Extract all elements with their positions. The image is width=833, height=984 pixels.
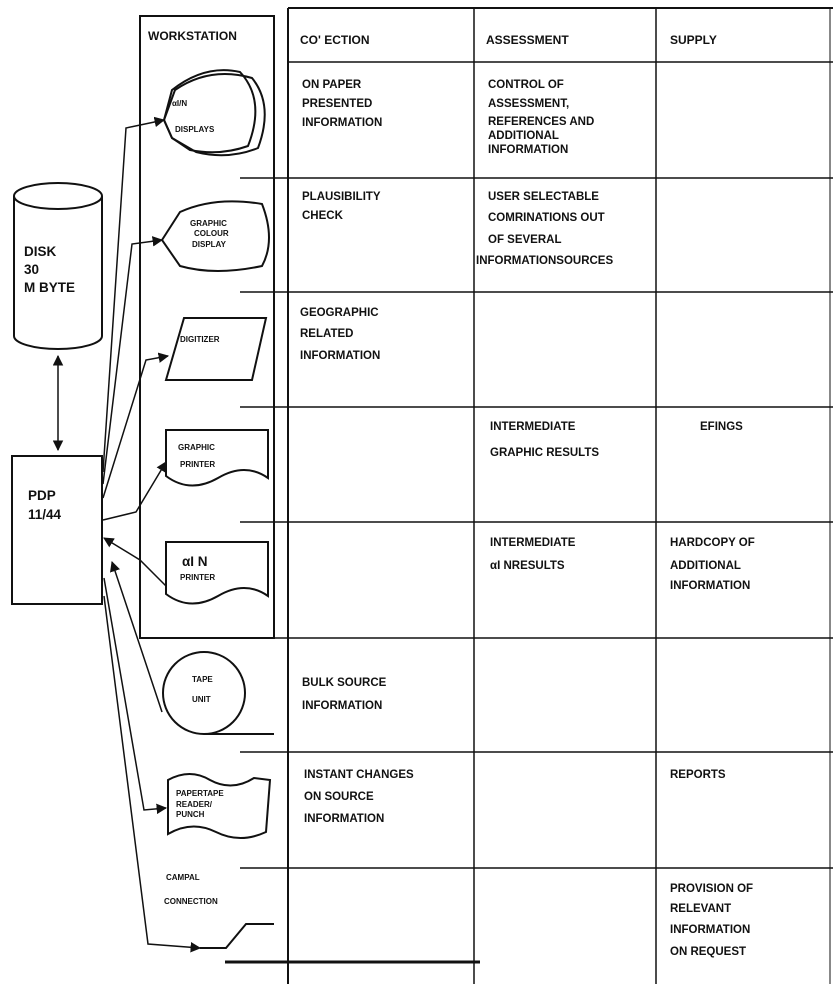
- collection-header: CO' ECTION: [300, 33, 370, 47]
- cell-line: USER SELECTABLE: [488, 191, 599, 203]
- graphic-display-label: GRAPHIC COLOUR DISPLAY: [190, 219, 231, 249]
- tape-unit-shape: [162, 651, 274, 735]
- cell-line: INFORMATION: [300, 350, 380, 362]
- disk-label-line: M BYTE: [24, 280, 75, 295]
- graphic-printer-shape: [165, 429, 269, 487]
- cell-line: GEOGRAPHIC: [300, 307, 379, 319]
- row2-assessment: USER SELECTABLE COMRINATIONS OUT OF SEVE…: [476, 191, 613, 267]
- row2-collection: PLAUSIBILITY CHECK: [302, 191, 384, 222]
- cell-line: ASSESSMENT,: [488, 98, 569, 110]
- graphic-display-shape: [160, 200, 270, 272]
- device-label-line: UNIT: [192, 695, 211, 704]
- pdp-label-line: PDP: [28, 488, 56, 503]
- cell-line: COMRINATIONS OUT: [488, 212, 605, 224]
- device-label-line: PUNCH: [176, 810, 205, 819]
- assessment-header: ASSESSMENT: [486, 33, 569, 47]
- row3-collection: GEOGRAPHIC RELATED INFORMATION: [300, 307, 382, 362]
- device-label-line: αI N: [182, 554, 208, 569]
- row7-collection: INSTANT CHANGES ON SOURCE INFORMATION: [304, 769, 417, 825]
- disk-cylinder: [13, 182, 103, 350]
- device-label-line: GRAPHIC: [178, 443, 215, 452]
- cell-line: INFORMATIONSOURCES: [476, 255, 613, 267]
- papertape-shape: [167, 773, 272, 839]
- cell-line: INFORMATION: [488, 144, 568, 156]
- row1-assessment: CONTROL OF ASSESSMENT, REFERENCES AND AD…: [488, 79, 597, 156]
- row8-supply: PROVISION OF RELEVANT INFORMATION ON REQ…: [670, 883, 756, 958]
- alpha-displays-shape: [162, 69, 266, 157]
- cell-line: BULK SOURCE: [302, 677, 387, 689]
- device-label-line: COLOUR: [194, 229, 229, 238]
- cell-line: INFORMATION: [670, 924, 750, 936]
- cell-line: CONTROL OF: [488, 79, 564, 91]
- cell-line: ON SOURCE: [304, 791, 374, 803]
- papertape-label: PAPERTAPE READER/ PUNCH: [176, 789, 226, 819]
- device-label-line: READER/: [176, 800, 213, 809]
- cell-line: PLAUSIBILITY: [302, 191, 381, 203]
- campal-line: [200, 923, 274, 949]
- cell-line: INTERMEDIATE: [490, 421, 576, 433]
- cell-line: INFORMATION: [302, 700, 382, 712]
- cell-line: OF SEVERAL: [488, 234, 561, 246]
- cell-line: ADDITIONAL: [670, 560, 741, 572]
- cell-line: HARDCOPY OF: [670, 537, 755, 549]
- cell-line: CHECK: [302, 210, 344, 222]
- workstation-header: WORKSTATION: [148, 29, 237, 43]
- digitizer-label: DIGITIZER: [180, 335, 220, 344]
- pdp-label-line: 11/44: [28, 507, 62, 522]
- row5-supply: HARDCOPY OF ADDITIONAL INFORMATION: [670, 537, 758, 592]
- device-connections: [102, 116, 202, 953]
- cell-line: PRESENTED: [302, 98, 372, 110]
- device-label-line: DISPLAYS: [175, 125, 215, 134]
- digitizer-shape: [164, 317, 268, 381]
- alpha-printer-label: αI N PRINTER: [180, 553, 215, 582]
- disk-label-line: DISK: [24, 244, 57, 259]
- cell-line: GRAPHIC RESULTS: [490, 447, 599, 459]
- cell-line: INSTANT CHANGES: [304, 769, 414, 781]
- alpha-printer-shape: [165, 541, 269, 605]
- device-label-line: PRINTER: [180, 573, 215, 582]
- cell-line: INTERMEDIATE: [490, 537, 576, 549]
- cell-line: REFERENCES AND: [488, 116, 594, 128]
- row7-supply: REPORTS: [670, 769, 726, 781]
- cell-line: RELEVANT: [670, 903, 731, 915]
- cell-line: INFORMATION: [670, 580, 750, 592]
- cell-line: PROVISION OF: [670, 883, 753, 895]
- cell-line: INFORMATION: [302, 117, 382, 129]
- cell-line: REPORTS: [670, 769, 726, 781]
- device-label-line: GRAPHIC: [190, 219, 227, 228]
- device-label-line: PAPERTAPE: [176, 789, 224, 798]
- cell-line: ON REQUEST: [670, 946, 746, 958]
- workstation-box: [139, 15, 275, 639]
- cell-line: RELATED: [300, 328, 353, 340]
- row5-assessment: INTERMEDIATE αI NRESULTS: [490, 537, 579, 572]
- supply-header: SUPPLY: [670, 33, 717, 47]
- device-label-line: PRINTER: [180, 460, 215, 469]
- cell-line: ADDITIONAL: [488, 130, 559, 142]
- device-label-line: CAMPAL: [166, 873, 200, 882]
- disk-label-line: 30: [24, 262, 39, 277]
- row4-supply: EFINGS: [700, 421, 743, 433]
- pdp-label: PDP 11/44: [28, 488, 62, 522]
- table-cells: ON PAPER PRESENTED INFORMATION CONTROL O…: [300, 79, 758, 958]
- device-label-line: DISPLAY: [192, 240, 227, 249]
- row4-assessment: INTERMEDIATE GRAPHIC RESULTS: [490, 421, 599, 459]
- cell-line: αI NRESULTS: [490, 560, 565, 572]
- alpha-displays-label: αI/N DISPLAYS: [172, 99, 215, 134]
- cell-line: ON PAPER: [302, 79, 362, 91]
- pdp-box: [11, 455, 103, 605]
- tape-unit-label: TAPE UNIT: [192, 675, 215, 704]
- row1-collection: ON PAPER PRESENTED INFORMATION: [302, 79, 382, 129]
- disk-label: DISK 30 M BYTE: [24, 244, 75, 295]
- device-label-line: TAPE: [192, 675, 213, 684]
- campal-label: CAMPAL CONNECTION: [164, 873, 218, 906]
- device-label-line: CONNECTION: [164, 897, 218, 906]
- graphic-printer-label: GRAPHIC PRINTER: [178, 443, 217, 469]
- matrix-table: [225, 7, 833, 984]
- cell-line: INFORMATION: [304, 813, 384, 825]
- device-label-line: αI/N: [172, 99, 187, 108]
- row6-collection: BULK SOURCE INFORMATION: [302, 677, 390, 712]
- cell-line: EFINGS: [700, 421, 743, 433]
